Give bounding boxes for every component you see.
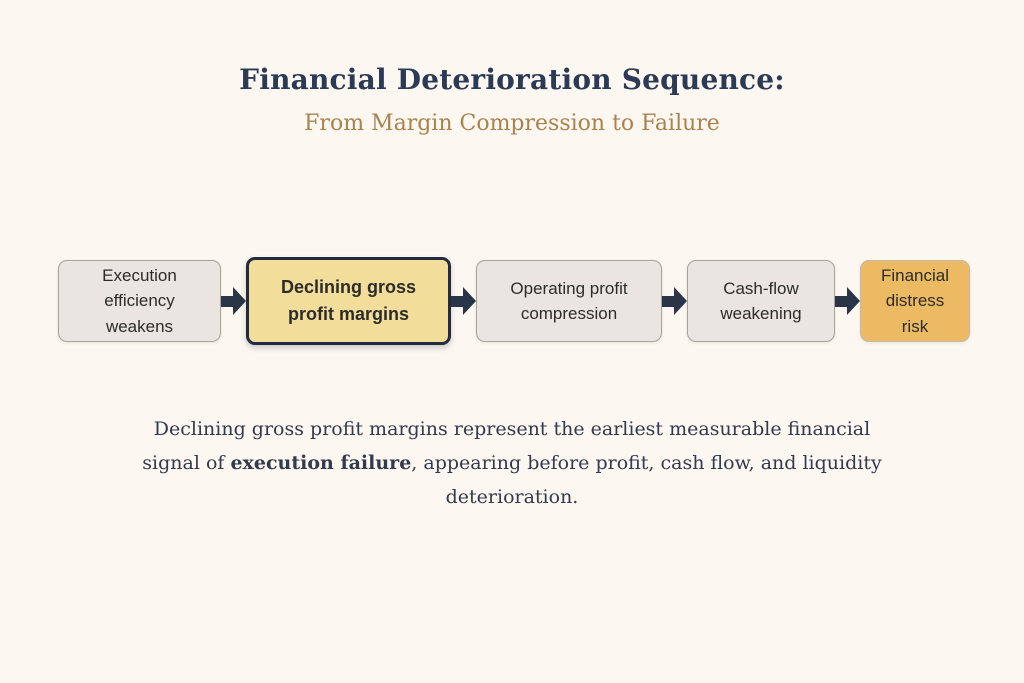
arrow-right-icon xyxy=(221,287,246,315)
arrow-shaft xyxy=(451,295,463,307)
arrow-head xyxy=(463,287,476,315)
caption-text-before: Declining gross profit margins represent… xyxy=(142,418,871,475)
caption-bold-phrase: execution failure xyxy=(230,452,412,475)
page-subtitle: From Margin Compression to Failure xyxy=(304,111,720,136)
flow-diagram: Execution efficiency weakens Declining g… xyxy=(58,256,970,346)
flow-box-execution-efficiency: Execution efficiency weakens xyxy=(58,260,221,342)
flow-box-label: Financial distress risk xyxy=(880,265,950,336)
arrow-shaft xyxy=(835,295,847,307)
flow-box-cash-flow-weakening: Cash-flow weakening xyxy=(687,260,835,342)
flow-box-label: Execution efficiency weakens xyxy=(102,265,177,336)
flow-box-label: Operating profit compression xyxy=(510,278,628,324)
flow-box-label: Cash-flow weakening xyxy=(720,278,802,324)
arrow-right-icon xyxy=(835,287,860,315)
arrow-shaft xyxy=(662,295,674,307)
arrow-shaft xyxy=(221,295,233,307)
page-title: Financial Deterioration Sequence: xyxy=(239,63,785,96)
flow-box-financial-distress-risk: Financial distress risk xyxy=(860,260,970,342)
arrow-head xyxy=(674,287,687,315)
arrow-right-icon xyxy=(451,287,476,315)
arrow-head xyxy=(233,287,246,315)
caption: Declining gross profit margins represent… xyxy=(122,412,902,515)
flow-box-declining-gross-margins: Declining gross profit margins xyxy=(246,257,451,345)
arrow-head xyxy=(847,287,860,315)
flow-box-label: Declining gross profit margins xyxy=(280,277,417,324)
arrow-right-icon xyxy=(662,287,687,315)
flow-box-operating-profit-compression: Operating profit compression xyxy=(476,260,662,342)
caption-text-after: , appearing before profit, cash flow, an… xyxy=(411,452,882,509)
